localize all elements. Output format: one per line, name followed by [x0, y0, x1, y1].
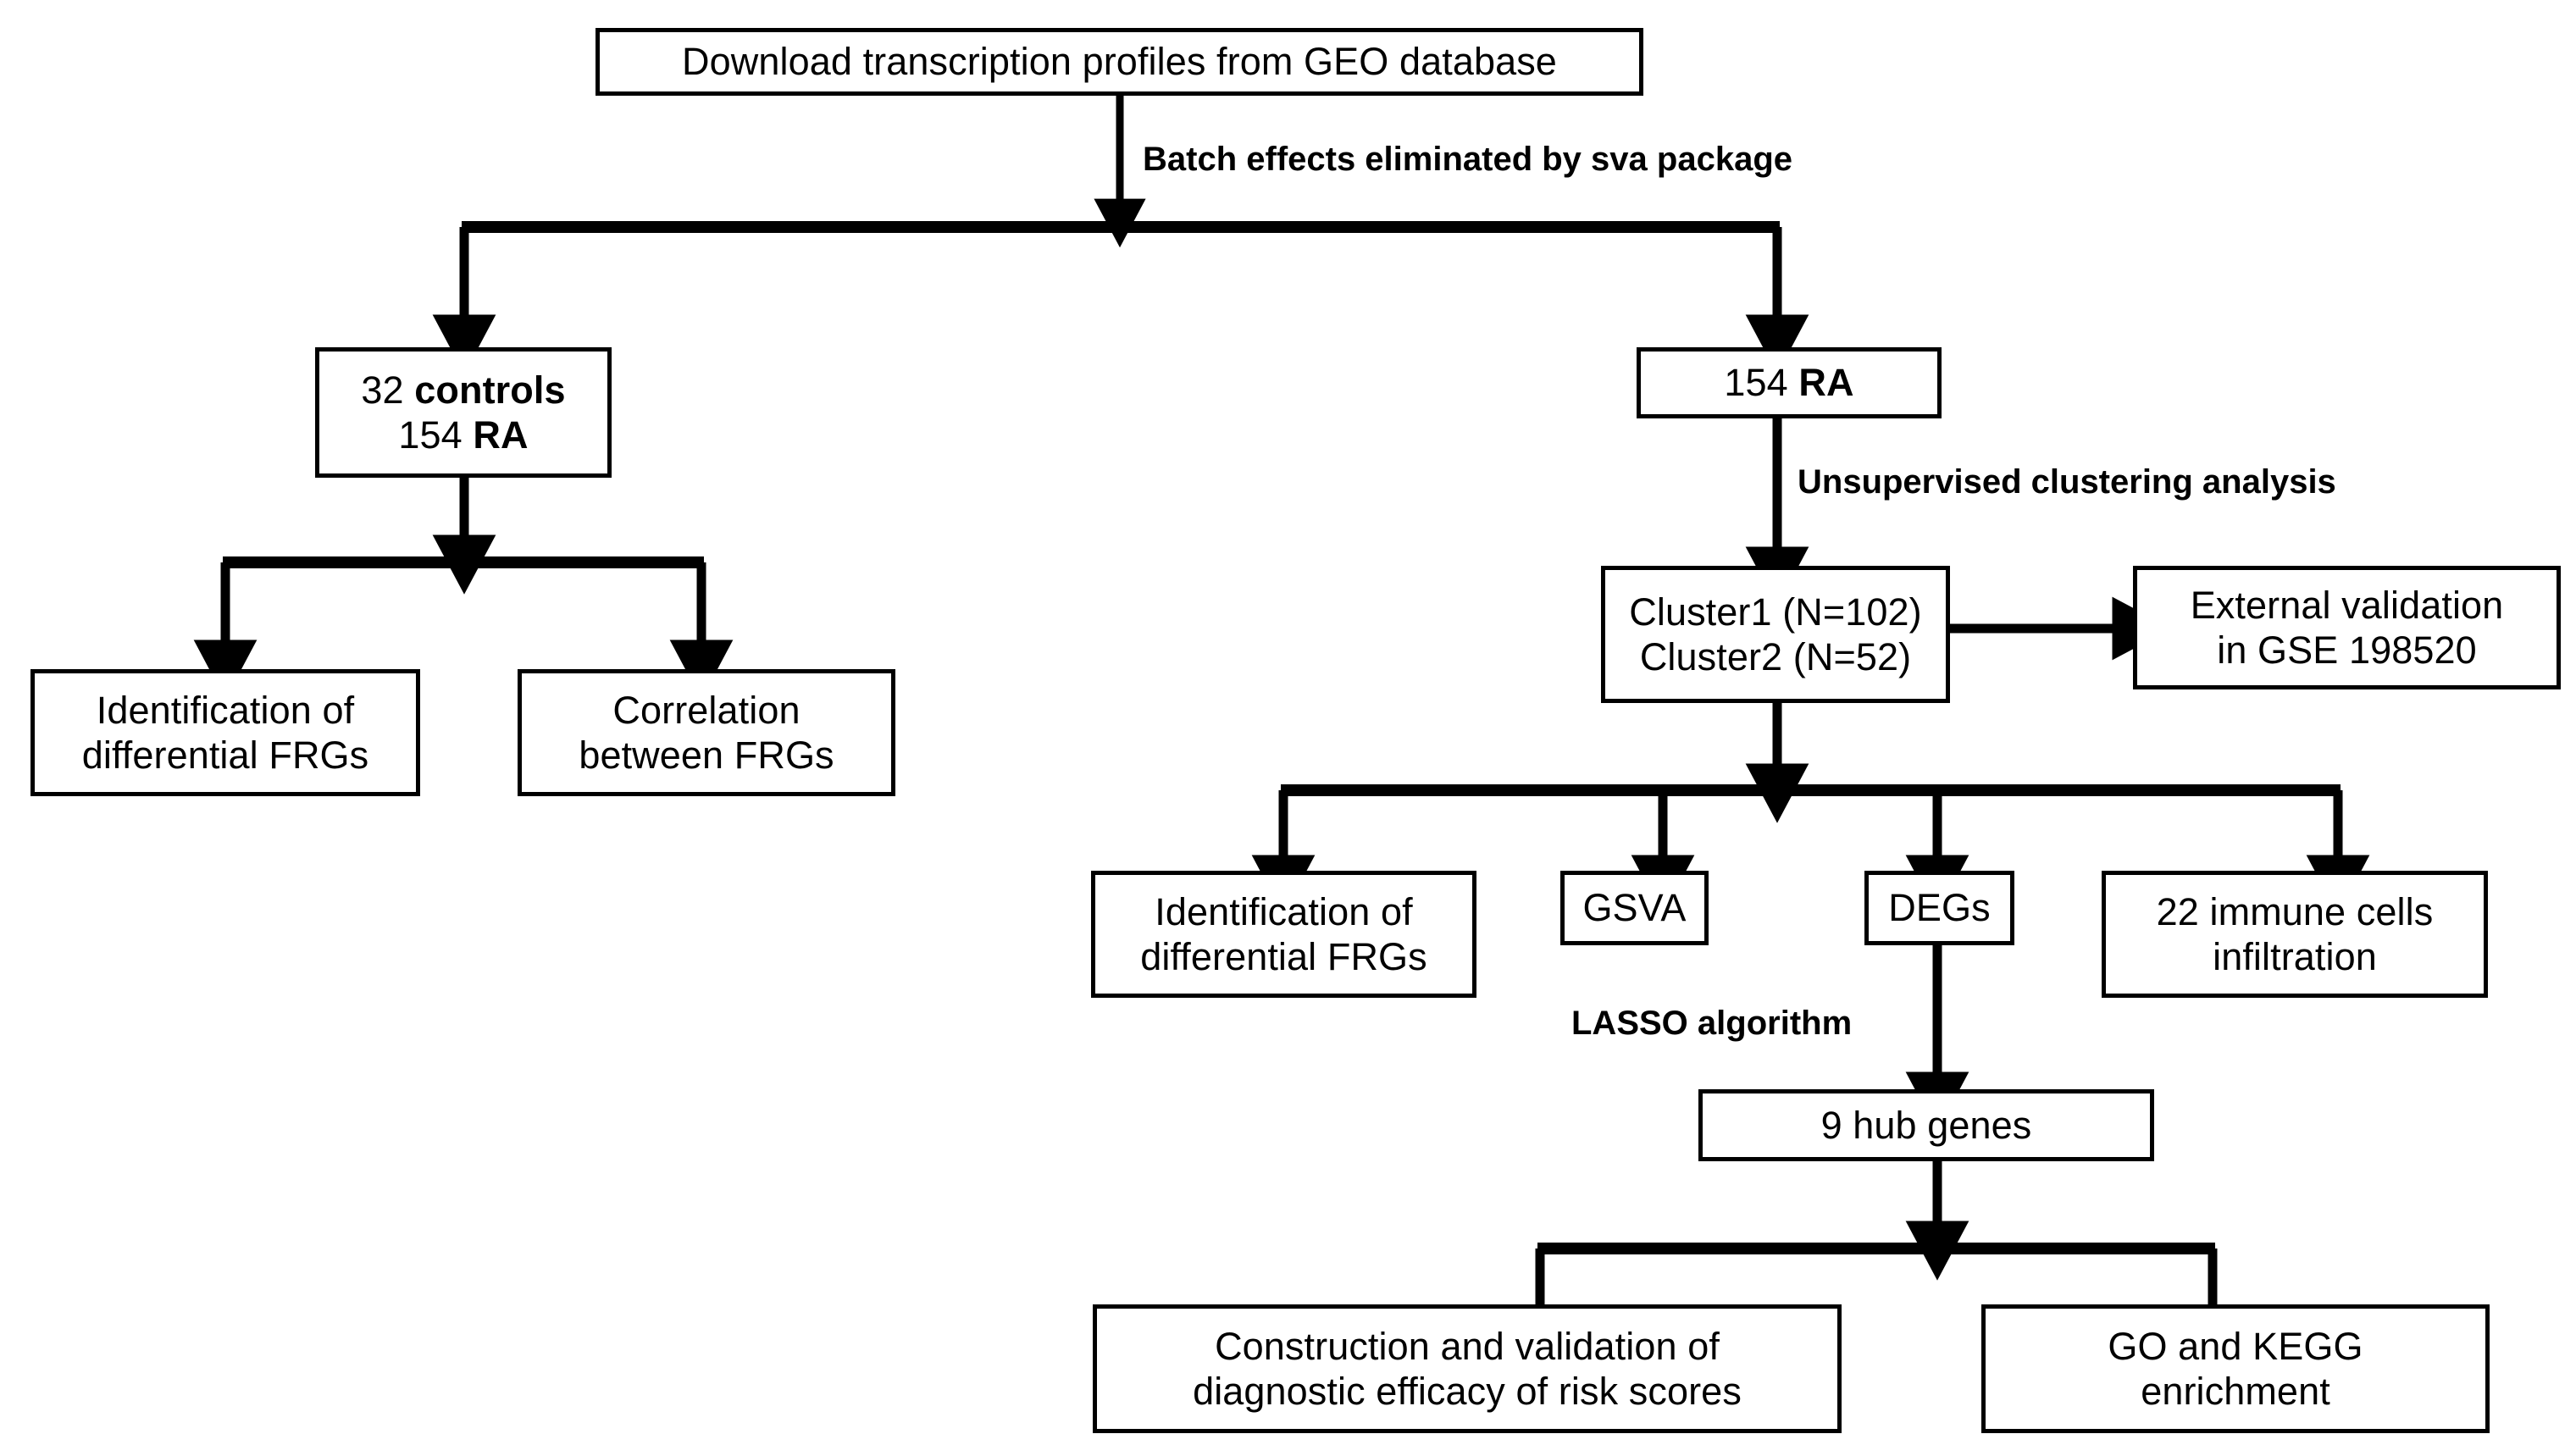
node-controls-and-ra-line1: 32 controls: [361, 368, 565, 412]
node-hub-genes[interactable]: 9 hub genes: [1698, 1089, 2154, 1161]
node-degs-line1: DEGs: [1888, 886, 1991, 930]
controls-label: controls: [414, 368, 566, 412]
node-external-validation[interactable]: External validation in GSE 198520: [2133, 566, 2561, 689]
node-identification-differential-frgs-right[interactable]: Identification of differential FRGs: [1091, 871, 1476, 998]
node-hub-genes-line1: 9 hub genes: [1820, 1103, 2032, 1147]
edge-label-batch-effects: Batch effects eliminated by sva package: [1143, 141, 1792, 178]
edge-clusters-to-fourway: [1251, 703, 2370, 915]
node-identification-left-line2: differential FRGs: [81, 734, 369, 777]
edge-label-lasso-algorithm: LASSO algorithm: [1571, 1005, 1853, 1042]
node-immune-infiltration[interactable]: 22 immune cells infiltration: [2102, 871, 2488, 998]
node-identification-right-line2: differential FRGs: [1140, 935, 1427, 978]
node-gsva-line1: GSVA: [1582, 886, 1687, 930]
node-go-kegg-line1: GO and KEGG: [2108, 1324, 2363, 1368]
node-clusters-line2: Cluster2 (N=52): [1639, 635, 1912, 678]
node-external-validation-line1: External validation: [2190, 583, 2504, 627]
node-correlation-line1: Correlation: [612, 688, 800, 732]
node-identification-left-line1: Identification of: [96, 688, 355, 732]
node-go-kegg[interactable]: GO and KEGG enrichment: [1981, 1304, 2490, 1433]
node-risk-scores-line2: diagnostic efficacy of risk scores: [1193, 1370, 1742, 1413]
ra-count-left: 154: [398, 413, 474, 457]
edge-controls-to-split: [193, 478, 734, 700]
ra-count-right: 154: [1724, 361, 1799, 405]
node-154-ra-line1: 154 RA: [1724, 360, 1853, 405]
node-clusters[interactable]: Cluster1 (N=102) Cluster2 (N=52): [1601, 566, 1950, 703]
node-download-geo-line1: Download transcription profiles from GEO…: [682, 40, 1557, 84]
node-risk-scores[interactable]: Construction and validation of diagnosti…: [1093, 1304, 1842, 1433]
edge-hub-to-bottom: [1508, 1161, 2245, 1372]
node-immune-line2: infiltration: [2213, 935, 2377, 978]
node-gsva[interactable]: GSVA: [1560, 871, 1709, 945]
node-controls-and-ra-line2: 154 RA: [398, 412, 528, 457]
edge-label-unsupervised-clustering: Unsupervised clustering analysis: [1798, 463, 2336, 501]
split-bus-top: [432, 221, 1809, 374]
node-degs[interactable]: DEGs: [1864, 871, 2014, 945]
controls-count: 32: [361, 368, 415, 412]
node-go-kegg-line2: enrichment: [2141, 1370, 2330, 1413]
node-154-ra[interactable]: 154 RA: [1637, 347, 1942, 418]
ra-label-right: RA: [1798, 361, 1854, 405]
ra-label-left: RA: [473, 413, 529, 457]
node-identification-differential-frgs-left[interactable]: Identification of differential FRGs: [30, 669, 420, 796]
node-correlation-line2: between FRGs: [579, 734, 834, 777]
node-controls-and-ra[interactable]: 32 controls 154 RA: [315, 347, 612, 478]
node-risk-scores-line1: Construction and validation of: [1215, 1324, 1720, 1368]
node-identification-right-line1: Identification of: [1155, 889, 1413, 933]
node-download-geo[interactable]: Download transcription profiles from GEO…: [596, 28, 1643, 96]
node-external-validation-line2: in GSE 198520: [2217, 628, 2477, 672]
node-clusters-line1: Cluster1 (N=102): [1629, 590, 1922, 634]
node-correlation-between-frgs[interactable]: Correlation between FRGs: [518, 669, 895, 796]
node-immune-line1: 22 immune cells: [2156, 889, 2434, 933]
